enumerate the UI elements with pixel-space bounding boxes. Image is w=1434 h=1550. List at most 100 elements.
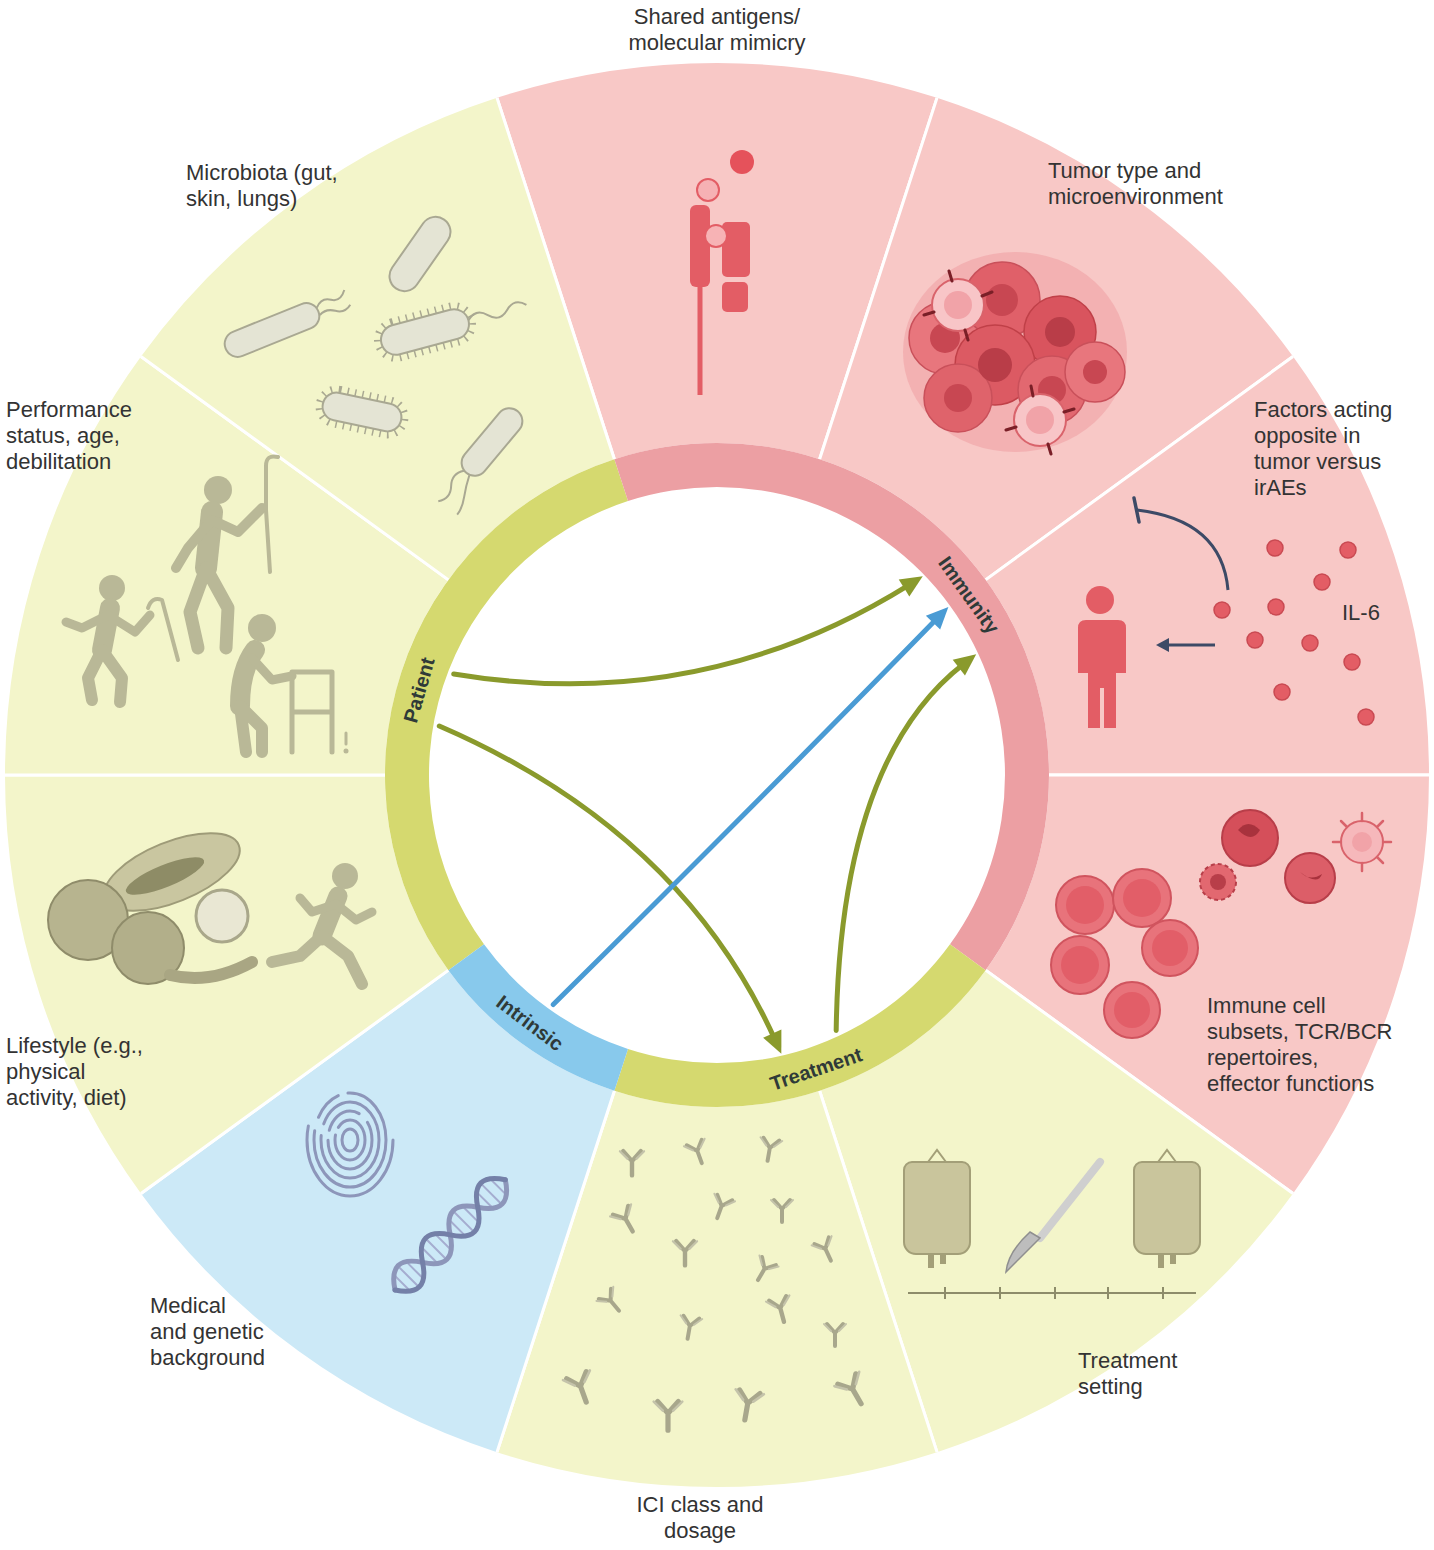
tumor-cells-icon: [924, 364, 992, 432]
receptor-icon: [697, 179, 719, 201]
ring-band: Treatment: [612, 942, 988, 1109]
connector-line: [454, 585, 909, 684]
tumor-cells-icon: [944, 384, 972, 412]
label-box: Performance status, age, debilitation: [6, 397, 171, 475]
food-and-exercise-icon: [272, 896, 372, 984]
tumor-cells-icon: [1083, 360, 1107, 384]
antibody-icons: [731, 1389, 764, 1422]
receptor-icon: [722, 222, 750, 277]
il6-icon: [1086, 586, 1114, 614]
fingerprint-icon: [321, 1102, 379, 1178]
immune-cells-icon: [1104, 982, 1160, 1038]
ring-band-fill: [614, 443, 1049, 970]
label-box: Medical and genetic background: [150, 1293, 267, 1371]
tumor-cells-icon: [909, 302, 981, 374]
dna-icon: [384, 1169, 516, 1301]
food-and-exercise-icon: [272, 936, 362, 984]
iv-bag-icon: [904, 1162, 970, 1254]
bacteria-icon: [221, 211, 533, 516]
receptor-icon: [730, 150, 754, 174]
antibody-icons: [748, 1256, 778, 1286]
antibody-icons: [673, 1241, 697, 1265]
receptor-icon: [698, 282, 703, 395]
tumor-cells-icon: [1065, 342, 1125, 402]
person-figures: [240, 650, 255, 706]
wheel-segment: Factors acting opposite in tumor versus …: [983, 354, 1431, 777]
immune-cells-icon: [1333, 813, 1391, 871]
bacteria-icon: [315, 290, 352, 320]
bacteria-icon: [320, 390, 404, 434]
segment-label: ICI class and dosage: [636, 1492, 763, 1543]
bacteria-icon: [375, 303, 475, 360]
person-figures: [204, 476, 232, 504]
bacteria-icon: [435, 468, 481, 516]
wheel-segment-fill: [5, 775, 448, 1194]
fingerprint-icon: [342, 1129, 358, 1151]
tumor-cells-icon: [986, 284, 1018, 316]
immune-cells-icon: [1056, 876, 1114, 934]
immune-cells-icon: [1285, 853, 1335, 903]
tumor-cells-icon: [1018, 356, 1086, 424]
iv-bag-icon: [940, 1254, 946, 1264]
tumor-cells-icon: [924, 271, 1074, 454]
fingerprint-icon: [307, 1084, 393, 1196]
tumor-cells-icon: [1045, 317, 1075, 347]
iv-bag-icon: [1158, 1254, 1164, 1268]
connector-line: [439, 726, 774, 1039]
immune-cells-icon: [1051, 810, 1391, 1038]
connector-line: [836, 664, 963, 1031]
immune-cells-icon: [1222, 810, 1278, 866]
tumor-cells-icon: [903, 252, 1127, 454]
arrow-head: [763, 1030, 781, 1054]
label-box: Microbiota (gut, skin, lungs): [186, 160, 356, 212]
immune-cells-icon: [1051, 936, 1109, 994]
tumor-cells-icon: [1024, 296, 1096, 368]
iv-bag-icon: [1134, 1150, 1200, 1268]
bacteria-icon: [221, 287, 353, 361]
antibody-icons: [824, 1324, 846, 1346]
immune-cells-icon: [1051, 869, 1198, 1038]
tumor-cells-icon: [930, 323, 960, 353]
immune-cells-icon: [1152, 930, 1188, 966]
immune-cells-icon: [1113, 869, 1171, 927]
scalpel-icon: [1040, 1162, 1100, 1238]
antibody-icons: [834, 1372, 873, 1411]
person-figures: [66, 456, 349, 753]
immune-cells-icon: [1200, 864, 1236, 900]
receptor-icon: [705, 225, 727, 247]
dna-icon: [393, 1178, 508, 1293]
tumor-cells-icon: [955, 325, 1035, 405]
wheel-segment-fill: [986, 357, 1429, 776]
antibody-icons: [654, 1402, 683, 1431]
antibody-icons: [596, 1287, 627, 1318]
timeline: [908, 1287, 1196, 1299]
receptor-icon: [690, 150, 754, 395]
bacteria-icon: [318, 388, 407, 437]
arrow-head: [953, 654, 977, 675]
person-figures: [240, 706, 262, 752]
connector-line: [553, 618, 937, 1004]
person-figures: [102, 608, 110, 650]
segment-divider: [5, 775, 448, 1194]
bacteria-icon: [318, 388, 407, 437]
label-box: Lifestyle (e.g., physical activity, diet…: [6, 1033, 156, 1111]
il6-icon: [1344, 654, 1360, 670]
antibody-icons: [677, 1315, 702, 1340]
antibody-icons: [610, 1204, 643, 1237]
il6-icon: [1156, 638, 1169, 652]
ring-band: Immunity: [612, 441, 1051, 973]
il6-icon: [1214, 540, 1374, 725]
immune-cells-icon: [1114, 992, 1150, 1028]
antibody-icons: [766, 1295, 796, 1325]
tumor-cells-icon: [1014, 394, 1066, 446]
person-figures: [88, 650, 122, 702]
food-and-exercise-icon: [332, 863, 358, 889]
receptor-icon: [722, 282, 748, 312]
food-and-exercise-icon: [122, 850, 208, 902]
antibody-icons: [812, 1236, 841, 1265]
person-figures: [292, 672, 332, 752]
bacteria-icon: [431, 403, 533, 516]
immune-cells-icon: [1352, 832, 1372, 852]
timeline: [908, 1287, 1196, 1299]
